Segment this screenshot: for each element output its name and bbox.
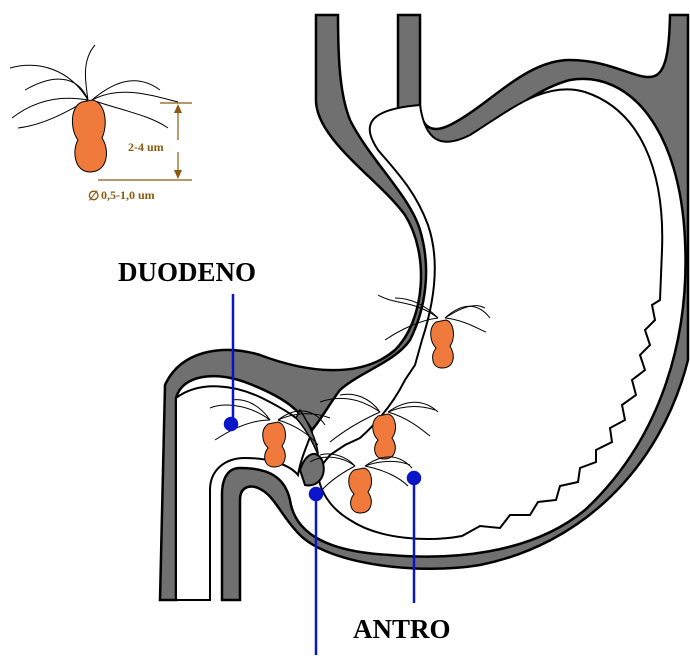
pyloric-sphincter bbox=[300, 454, 324, 486]
pyloric-channel bbox=[176, 386, 312, 600]
pylorus-pointer bbox=[310, 488, 322, 655]
length-dimension-label: 2-4 um bbox=[128, 140, 164, 154]
stomach-wall bbox=[160, 15, 688, 600]
bacterium-icon bbox=[373, 414, 396, 459]
antro-label: ANTRO bbox=[353, 614, 451, 644]
diameter-symbol: ∅ bbox=[88, 188, 99, 203]
bacterium-icon bbox=[263, 422, 286, 467]
duodeno-label: DUODENO bbox=[118, 257, 256, 287]
diameter-dimension-label: 0,5-1,0 um bbox=[101, 188, 155, 202]
bacterium-icon bbox=[431, 320, 454, 368]
bacterium-icon bbox=[349, 468, 372, 513]
bacterium-icon bbox=[72, 100, 106, 172]
